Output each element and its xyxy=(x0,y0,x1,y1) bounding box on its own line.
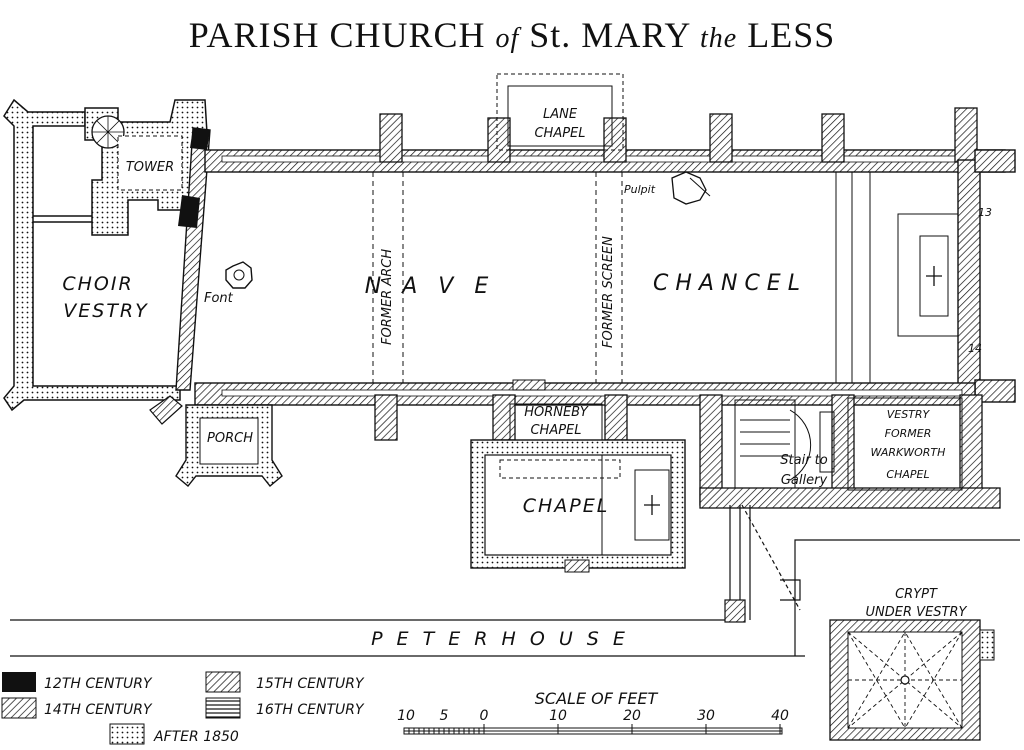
legend-swatch-15th xyxy=(205,671,241,693)
font-basin xyxy=(225,261,253,289)
label-crypt-under-vestry: UNDER VESTRY xyxy=(866,605,968,620)
scale-tick-label: 30 xyxy=(697,708,715,724)
title-the: the xyxy=(700,23,738,54)
label-stray-14: 14 xyxy=(968,342,982,355)
legend-swatch-after-1850 xyxy=(109,723,145,745)
porch xyxy=(149,395,283,487)
interior-lines xyxy=(372,172,959,383)
legend-after-1850: AFTER 1850 xyxy=(153,729,239,745)
legend-swatch-14th xyxy=(1,697,37,719)
west-wall xyxy=(175,127,211,391)
label-crypt: CRYPT xyxy=(895,587,938,602)
scale-tick-label: 0 xyxy=(480,708,489,724)
label-former-screen: FORMER SCREEN xyxy=(601,236,616,348)
label-choir: CHOIR xyxy=(62,273,133,295)
east-wall xyxy=(957,149,1016,403)
label-peterhouse: P E T E R H O U S E xyxy=(371,628,629,650)
scale-tick-label: 10 xyxy=(549,708,567,724)
legend-15th: 15TH CENTURY xyxy=(256,676,365,692)
scale-tick-label: 10 xyxy=(397,708,415,724)
label-nave: N A V E xyxy=(365,274,495,299)
scale-bar: SCALE OF FEET 10 5 0 10 20 30 40 xyxy=(397,689,789,735)
title-part2: St. MARY xyxy=(529,15,690,55)
nave-north-wall xyxy=(204,107,1006,173)
lane-chapel xyxy=(496,73,624,151)
label-pulpit: Pulpit xyxy=(624,183,656,196)
crypt xyxy=(829,619,995,741)
legend-14th: 14TH CENTURY xyxy=(44,702,153,718)
label-lane-chapel: CHAPEL xyxy=(534,126,585,141)
label-lane: LANE xyxy=(543,107,578,122)
title-of: of xyxy=(495,23,520,54)
south-chapel xyxy=(470,439,686,573)
legend: 12TH CENTURY 14TH CENTURY 15TH CENTURY 1… xyxy=(1,671,365,745)
tower xyxy=(84,99,209,236)
label-horneby: HORNEBY xyxy=(524,405,589,420)
scale-title: SCALE OF FEET xyxy=(535,689,659,708)
legend-12th: 12TH CENTURY xyxy=(44,676,153,692)
plan-title: PARISH CHURCH of St. MARY the LESS xyxy=(0,14,1024,56)
label-porch: PORCH xyxy=(207,431,253,446)
pulpit xyxy=(671,171,711,205)
label-former: FORMER xyxy=(885,427,932,440)
title-part1: PARISH CHURCH xyxy=(188,15,486,55)
label-warkworth-chapel: CHAPEL xyxy=(886,468,929,481)
scale-tick-label: 5 xyxy=(440,708,449,724)
legend-swatch-16th xyxy=(205,697,241,719)
label-stray-13: 13 xyxy=(978,206,992,219)
scale-tick-label: 40 xyxy=(771,708,789,724)
label-stair: Stair to xyxy=(780,453,828,468)
stair-to-gallery xyxy=(734,399,812,489)
scale-tick-label: 20 xyxy=(623,708,641,724)
label-gallery: Gallery xyxy=(781,473,828,488)
label-former-arch: FORMER ARCH xyxy=(380,249,395,345)
label-font: Font xyxy=(204,291,234,306)
title-part3: LESS xyxy=(747,15,836,55)
label-tower: TOWER xyxy=(126,160,174,175)
label-warkworth: WARKWORTH xyxy=(871,446,946,459)
vestry xyxy=(819,397,963,491)
label-chancel: CHANCEL xyxy=(653,271,807,296)
label-vestry: VESTRY xyxy=(63,300,148,322)
legend-swatch-12th xyxy=(2,672,36,692)
peterhouse-boundary xyxy=(10,504,1020,657)
label-horneby-chapel: CHAPEL xyxy=(530,423,581,438)
label-chapel: CHAPEL xyxy=(523,495,610,517)
legend-16th: 16TH CENTURY xyxy=(256,702,365,718)
label-vestry-east: VESTRY xyxy=(887,408,931,421)
